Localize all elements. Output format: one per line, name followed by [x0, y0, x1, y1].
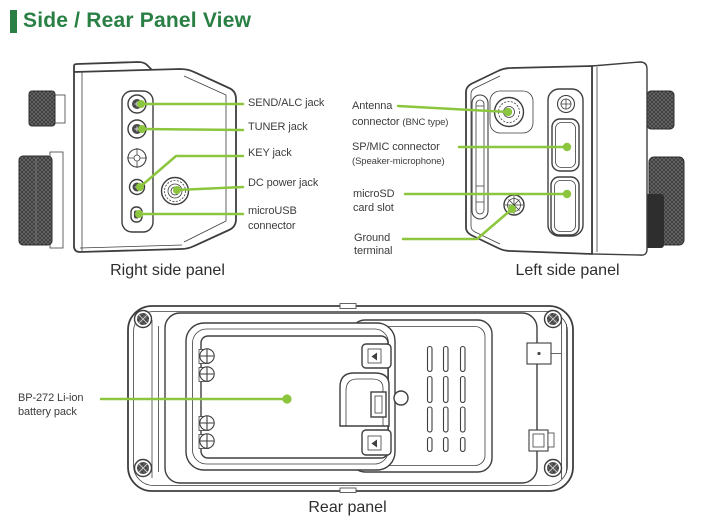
cover-screw: [556, 94, 576, 114]
page-title: Side / Rear Panel View: [23, 9, 252, 32]
label-antenna-line2: connector (BNC type): [352, 116, 448, 129]
label-microsd-line2: card slot: [353, 202, 394, 214]
callout-line-key: [138, 154, 245, 189]
label-sp-mic: SP/MIC connector: [352, 141, 440, 153]
top-notch: [339, 303, 357, 309]
right-panel-callout-lines: [135, 100, 245, 218]
device-body: [73, 68, 237, 253]
right-side-device-figure: [18, 61, 245, 253]
device-rear-block: [591, 61, 648, 256]
bottom-notch: [339, 487, 357, 493]
microsd-card-slot-cover: [550, 176, 580, 236]
label-antenna-connector: connector: [352, 116, 400, 128]
caption-left-side-panel: Left side panel: [515, 262, 620, 279]
title-accent-bar: [10, 9, 17, 33]
tuning-knob-large: [18, 155, 53, 246]
label-microusb-line2: connector: [248, 220, 296, 232]
label-send-alc-jack: SEND/ALC jack: [248, 97, 325, 109]
label-antenna-bnc-note: (BNC type): [402, 117, 449, 128]
corner-screws: [133, 309, 563, 478]
battery-contact-screws: [198, 348, 215, 449]
callout-line-antenna: [396, 104, 510, 114]
rear-right-fittings: [526, 342, 561, 452]
left-side-device-figure: [396, 61, 685, 256]
section-header: Side / Rear Panel View: [10, 9, 251, 33]
label-ground-line2: terminal: [354, 245, 393, 257]
label-key-jack: KEY jack: [248, 147, 292, 159]
battery-latch: [339, 343, 392, 456]
label-dc-power-jack: DC power jack: [248, 177, 319, 189]
battery-compartment: [185, 322, 409, 471]
callout-line-dc-power: [175, 185, 245, 192]
label-microsd-line1: microSD: [353, 188, 395, 200]
strip-crosshair-fixture: [127, 148, 147, 168]
knob-front-piece: [644, 194, 664, 248]
label-sp-mic-note: (Speaker-microphone): [352, 156, 445, 167]
label-microusb-line1: microUSB: [248, 205, 297, 217]
caption-rear-panel: Rear panel: [308, 499, 387, 516]
callout-line-tuner: [140, 127, 245, 132]
tuning-knob-small: [646, 90, 675, 130]
label-battery-line1: BP-272 Li-ion: [18, 392, 84, 404]
tuning-knob-small: [28, 90, 56, 127]
label-battery-line2: battery pack: [18, 406, 77, 418]
label-tuner-jack: TUNER jack: [248, 121, 308, 133]
vent-slots: [426, 345, 466, 453]
rear-panel-figure: [99, 303, 574, 493]
label-ground-line1: Ground: [354, 232, 391, 244]
label-antenna-line1: Antenna: [352, 100, 393, 112]
side-edge-detail: [471, 94, 489, 220]
left-panel-callout-lines: [396, 104, 572, 241]
callout-line-ground: [401, 207, 514, 241]
caption-right-side-panel: Right side panel: [110, 262, 225, 279]
latch-hole: [393, 390, 409, 406]
